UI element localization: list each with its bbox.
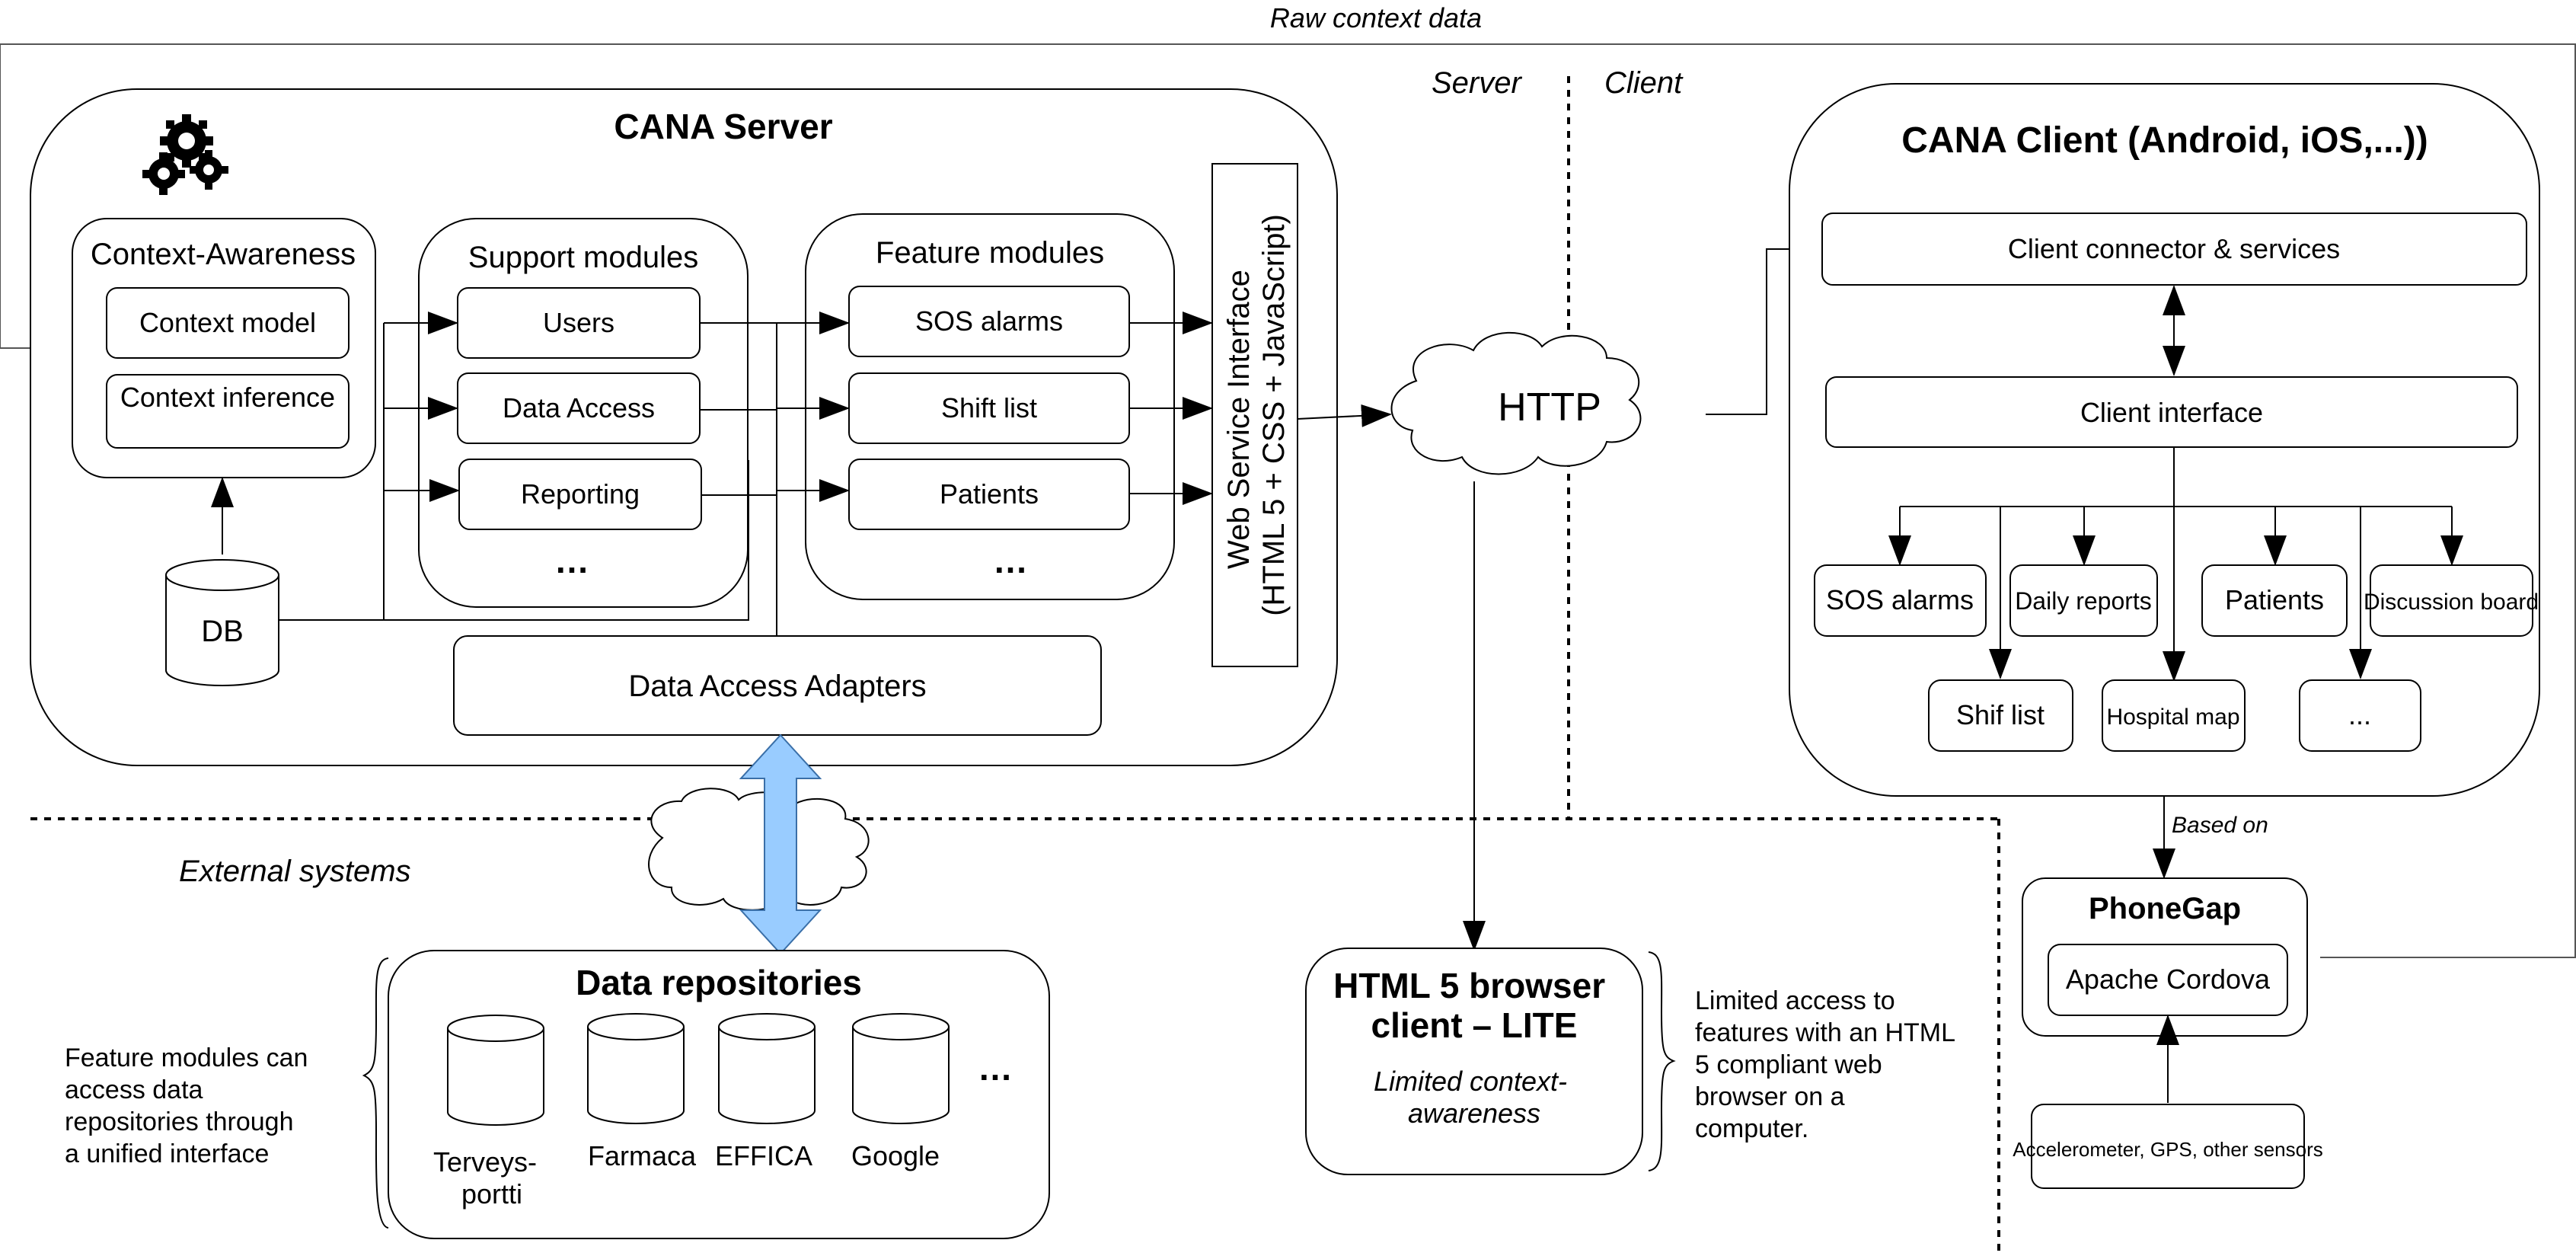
client-interface-connectors — [1888, 447, 2463, 682]
external-cloud — [648, 788, 870, 911]
repo-note: Feature modules can access data reposito… — [65, 1043, 315, 1168]
feature-modules-title: Feature modules — [876, 236, 1104, 270]
client-daily-reports-label: Daily reports — [2015, 587, 2152, 615]
client-sos-label: SOS alarms — [1826, 584, 1974, 615]
apache-cordova-label: Apache Cordova — [2066, 964, 2271, 995]
repo-terveysportti-line1: Terveys- — [433, 1146, 537, 1178]
browser-title-line1: HTML 5 browser — [1333, 966, 1605, 1005]
client-hospital-map-label: Hospital map — [2106, 705, 2239, 730]
external-systems-label: External systems — [179, 855, 411, 888]
client-more-box — [2299, 679, 2421, 752]
repo-effica-label: EFFICA — [715, 1140, 812, 1171]
support-modules-title: Support modules — [468, 241, 698, 274]
repo-google-cylinder — [852, 1013, 950, 1124]
db-cylinder — [165, 559, 279, 686]
client-sos-box — [1814, 564, 1987, 637]
data-access-adapters-label: Data Access Adapters — [628, 670, 926, 703]
repo-terveysportti-line2: portti — [461, 1178, 522, 1210]
context-awareness-title: Context-Awareness — [91, 238, 356, 271]
client-interface-label: Client interface — [2080, 397, 2263, 428]
server-connectors — [211, 312, 1213, 636]
server-region-label: Server — [1432, 66, 1522, 100]
context-inference-box — [106, 374, 350, 449]
client-connector-label: Client connector & services — [2008, 233, 2340, 264]
context-inference-line1: Context inference — [120, 382, 335, 413]
context-inference-label: Context inference — [120, 382, 335, 413]
browser-note-line5: computer. — [1695, 1114, 1808, 1143]
repo-note-line4: a unified interface — [65, 1139, 269, 1168]
web-service-interface-box — [1211, 163, 1298, 667]
feature-more-label: … — [993, 541, 1028, 580]
browser-note-brace — [1648, 951, 1676, 1171]
browser-subtitle-line1: Limited context- — [1374, 1066, 1567, 1097]
cana-server-title: CANA Server — [614, 107, 832, 146]
client-discussion-label: Discussion board — [2364, 590, 2539, 615]
repo-note-brace — [362, 957, 389, 1229]
web-service-interface-label: Web Service Interface (HTML 5 + CSS + Ja… — [1222, 214, 1291, 616]
repo-farmaca-cylinder — [587, 1013, 685, 1124]
client-hospital-map-box — [2102, 679, 2246, 752]
sensors-box — [2031, 1104, 2305, 1189]
context-model-box — [106, 287, 350, 359]
browser-client-box — [1305, 948, 1643, 1175]
support-reporting-label: Reporting — [521, 478, 640, 510]
raw-context-label: Raw context data — [1270, 2, 1482, 34]
feature-patients-label: Patients — [940, 478, 1039, 510]
raw-context-line — [0, 43, 2576, 958]
gears-icon — [142, 114, 228, 195]
client-discussion-box — [2370, 564, 2533, 637]
client-interface-box — [1825, 376, 2518, 448]
client-patients-box — [2201, 564, 2348, 637]
support-users-label: Users — [543, 307, 614, 338]
data-repositories-title: Data repositories — [576, 963, 862, 1002]
client-more-label: ... — [2348, 699, 2371, 730]
browser-title-line2: client – LITE — [1371, 1005, 1578, 1045]
web-service-line1: Web Service Interface — [1222, 270, 1256, 569]
client-patients-label: Patients — [2225, 584, 2324, 615]
support-data-access-label: Data Access — [503, 392, 655, 423]
feature-shift-label: Shift list — [941, 392, 1037, 423]
phonegap-title: PhoneGap — [2089, 892, 2241, 925]
context-model-label: Context model — [139, 307, 316, 338]
browser-subtitle-line2: awareness — [1408, 1098, 1540, 1129]
http-cloud — [1390, 331, 1642, 475]
browser-client-title: HTML 5 browser client – LITE — [1333, 966, 1615, 1045]
http-label: HTTP — [1498, 385, 1601, 430]
browser-note-line4: browser on a — [1695, 1082, 1845, 1111]
browser-note: Limited access to features with an HTML … — [1695, 986, 1962, 1143]
repo-google-label: Google — [851, 1140, 940, 1171]
browser-note-line2: features with an HTML — [1695, 1018, 1955, 1047]
db-label: DB — [201, 615, 244, 648]
browser-note-line3: 5 compliant web — [1695, 1050, 1882, 1079]
support-more-label: … — [554, 541, 589, 580]
repo-farmaca-label: Farmaca — [588, 1140, 697, 1171]
repo-note-line1: Feature modules can — [65, 1043, 308, 1072]
wsi-to-http-arrow — [1297, 404, 1392, 427]
client-shift-label: Shif list — [1956, 699, 2045, 730]
repo-note-line2: access data — [65, 1075, 203, 1104]
repo-terveysportti-label: Terveys- portti — [433, 1146, 544, 1210]
repo-cylinders — [447, 1013, 950, 1126]
feature-sos-label: SOS alarms — [915, 305, 1063, 337]
cana-client-title: CANA Client (Android, iOS,...)) — [1901, 120, 2428, 161]
client-shift-box — [1928, 679, 2073, 752]
based-on-label: Based on — [2172, 813, 2268, 838]
repo-more-label: … — [978, 1048, 1013, 1088]
sensors-label: Accelerometer, GPS, other sensors — [2013, 1138, 2323, 1161]
web-service-line2: (HTML 5 + CSS + JavaScript) — [1257, 214, 1291, 616]
repo-effica-cylinder — [718, 1013, 816, 1124]
client-region-label: Client — [1604, 66, 1684, 100]
browser-client-subtitle: Limited context- awareness — [1374, 1066, 1575, 1129]
browser-note-line1: Limited access to — [1695, 986, 1895, 1015]
client-daily-reports-box — [2009, 564, 2158, 637]
repo-terveysportti-cylinder — [447, 1015, 544, 1126]
repo-note-line3: repositories through — [65, 1107, 294, 1136]
